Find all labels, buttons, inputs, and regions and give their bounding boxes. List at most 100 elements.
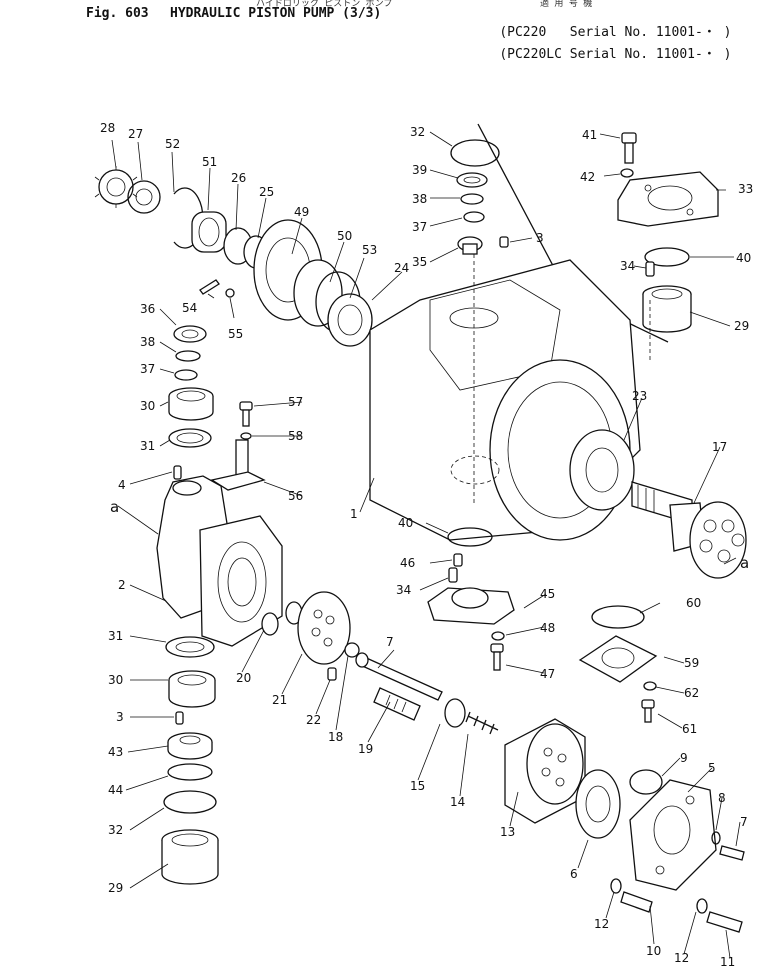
pin-22 (327, 667, 337, 681)
label-31-upper: 31 (140, 439, 155, 453)
label-37-left: 37 (140, 362, 155, 376)
plug-36 (173, 325, 207, 343)
shim-44 (167, 763, 213, 781)
label-45: 45 (540, 587, 555, 601)
paren-close-1: ) (715, 25, 732, 40)
label-55: 55 (228, 327, 243, 341)
bearing-51 (191, 211, 227, 253)
label-6: 6 (570, 867, 578, 881)
serial-1: Serial No. 11001-・ (569, 25, 716, 40)
pin-34-top (645, 261, 655, 277)
label-3-lower: 3 (116, 710, 124, 724)
model-1: PC220 (507, 25, 547, 40)
o-ring-32-lower (163, 790, 217, 814)
label-7-bolt: 7 (740, 815, 748, 829)
label-23: 23 (632, 389, 647, 403)
race-31-upper (168, 428, 212, 448)
seal-20 (261, 612, 279, 636)
label-48: 48 (540, 621, 555, 635)
label-40-top: 40 (736, 251, 751, 265)
spring-rod-19 (373, 687, 421, 721)
label-37-top: 37 (412, 220, 427, 234)
label-32-lower: 32 (108, 823, 123, 837)
japanese-applicability: 適 用 号 機 (540, 0, 593, 9)
label-12-left: 12 (594, 917, 609, 931)
o-ring-40-top (644, 247, 690, 267)
label-50: 50 (337, 229, 352, 243)
bolt-57 (239, 401, 253, 427)
bolt-54 (199, 279, 220, 295)
o-ring-37-top (463, 211, 485, 223)
flange-59 (578, 635, 658, 683)
label-9: 9 (680, 751, 688, 765)
model-line-1: (PC220 Serial No. 11001-・ ) (468, 6, 731, 55)
leader-lines (111, 131, 741, 959)
label-21: 21 (272, 693, 287, 707)
rod-7 (355, 652, 443, 701)
o-ring-60 (591, 605, 645, 629)
label-41: 41 (582, 128, 597, 142)
figure-title: HYDRAULIC PISTON PUMP (3/3) (170, 6, 382, 21)
label-29-lower: 29 (108, 881, 123, 895)
ring-38-left (175, 350, 201, 362)
label-49: 49 (294, 205, 309, 219)
bearing-30-upper (168, 387, 214, 421)
washer-48 (491, 631, 505, 641)
spacer-43 (167, 732, 213, 760)
label-3-top: 3 (536, 231, 544, 245)
label-53: 53 (362, 243, 377, 257)
label-38-left: 38 (140, 335, 155, 349)
label-52: 52 (165, 137, 180, 151)
pin-46 (453, 553, 463, 567)
bearing-6 (575, 769, 621, 839)
label-62: 62 (684, 686, 699, 700)
label-4: 4 (118, 478, 126, 492)
label-19: 19 (358, 742, 373, 756)
paren-open-1: ( (499, 25, 508, 40)
valve-block-2 (156, 475, 283, 647)
label-7-rod: 7 (386, 635, 394, 649)
label-20: 20 (236, 671, 251, 685)
label-61: 61 (682, 722, 697, 736)
label-51: 51 (202, 155, 217, 169)
bolt-11 (706, 911, 743, 933)
label-56: 56 (288, 489, 303, 503)
bearing-24 (327, 293, 373, 347)
label-42: 42 (580, 170, 595, 184)
ring-38-top (460, 193, 484, 205)
pin-3-lower (175, 711, 184, 725)
paren-close-2: ) (715, 47, 732, 62)
label-14: 14 (450, 795, 465, 809)
label-13: 13 (500, 825, 515, 839)
label-18: 18 (328, 730, 343, 744)
washer-42 (620, 168, 634, 178)
label-35: 35 (412, 255, 427, 269)
label-8: 8 (718, 791, 726, 805)
lock-washer-28 (94, 166, 138, 208)
drive-shaft-17 (631, 481, 747, 579)
japanese-title: ハイドロリック ピストン ポンプ (256, 0, 393, 9)
cover-45 (427, 587, 515, 625)
label-47: 47 (540, 667, 555, 681)
valve-plate-21 (297, 591, 351, 665)
washer-12-right (696, 898, 708, 914)
label-44: 44 (108, 783, 123, 797)
washer-62 (643, 681, 657, 691)
bolt-7-right (719, 845, 745, 861)
model-line-2: (PC220LC Serial No. 11001-・ ) (468, 28, 731, 77)
label-43: 43 (108, 745, 123, 759)
sleeve-29-lower (161, 829, 219, 885)
bolt-41 (621, 132, 637, 164)
plug-35 (457, 236, 483, 255)
label-28: 28 (100, 121, 115, 135)
label-39: 39 (412, 163, 427, 177)
label-29-top: 29 (734, 319, 749, 333)
label-15: 15 (410, 779, 425, 793)
label-24: 24 (394, 261, 409, 275)
cover-33 (617, 171, 719, 227)
label-26: 26 (231, 171, 246, 185)
plate-39 (456, 172, 488, 188)
cylinder-block-13 (504, 718, 586, 824)
